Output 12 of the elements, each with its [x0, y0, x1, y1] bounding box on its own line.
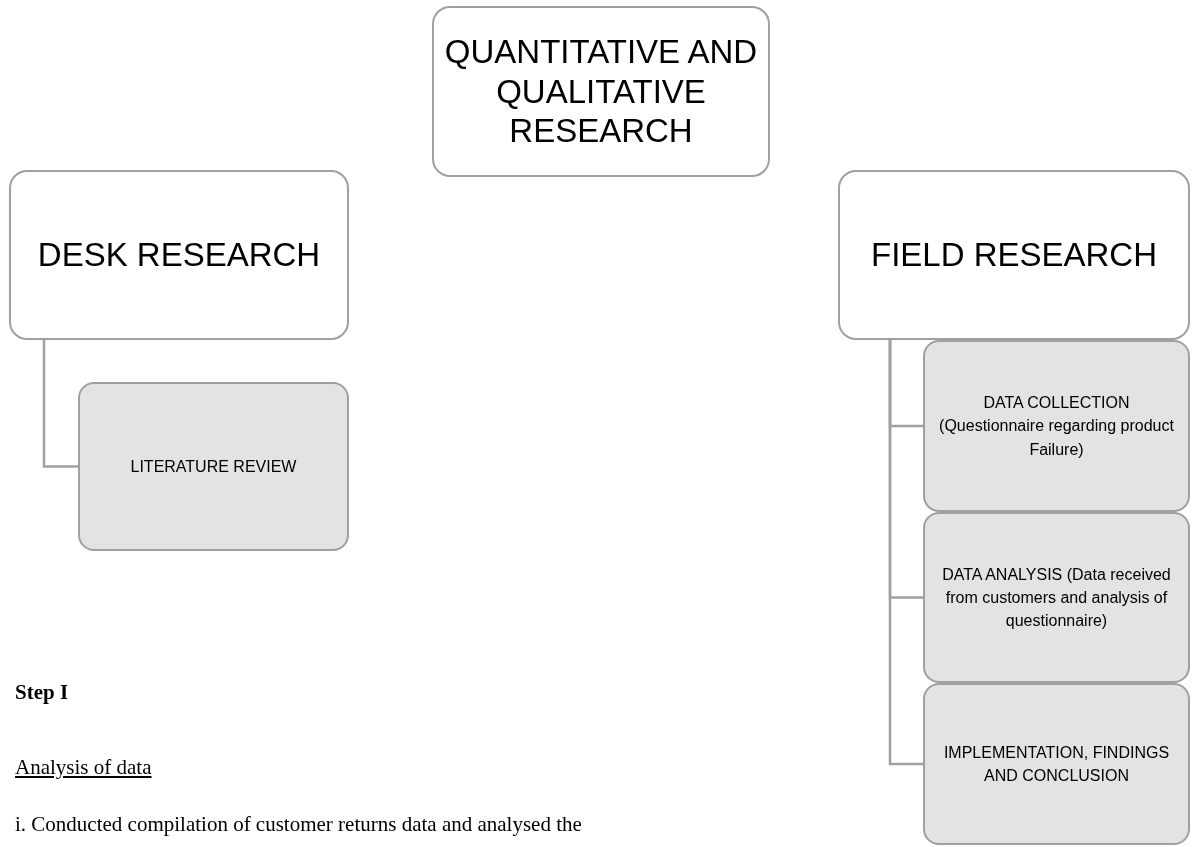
step-box: IMPLEMENTATION, FINDINGS AND CONCLUSION — [923, 683, 1190, 845]
category-box: QUANTITATIVE AND QUALITATIVE RESEARCH — [432, 6, 770, 177]
category-box: DESK RESEARCH — [9, 170, 349, 340]
section-heading: Analysis of data — [15, 754, 152, 781]
step-box: DATA ANALYSIS (Data received from customers and analysis of questionnaire) — [923, 512, 1190, 683]
category-box: FIELD RESEARCH — [838, 170, 1190, 340]
step-box: LITERATURE REVIEW — [78, 382, 349, 551]
connector-line — [888, 340, 923, 766]
step-box: DATA COLLECTION (Questionnaire regarding product Failure) — [923, 340, 1190, 512]
step-heading: Step I — [15, 679, 69, 706]
connector-line — [42, 340, 78, 468]
paragraph-text: i. Conducted compilation of customer returns data and analysed the — [15, 811, 582, 838]
